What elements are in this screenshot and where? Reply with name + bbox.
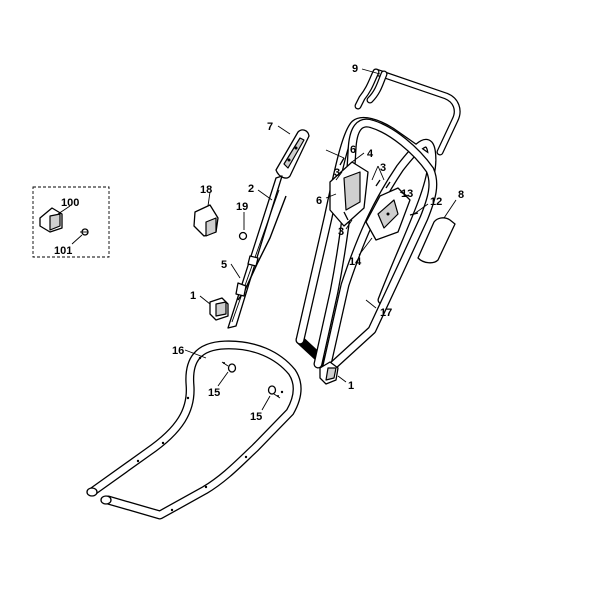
callout-12: 12 bbox=[430, 196, 442, 208]
callout-15-upper: 15 bbox=[208, 387, 220, 399]
callout-19: 19 bbox=[236, 201, 248, 213]
cover-part-7[interactable] bbox=[275, 129, 310, 179]
callout-3-right: 3 bbox=[380, 162, 386, 174]
callout-labels: 9 7 6 4 3 3 13 6 3 12 8 14 18 2 19 100 1… bbox=[54, 63, 464, 423]
callout-6-lower: 6 bbox=[316, 195, 322, 207]
callout-1-left: 1 bbox=[190, 290, 196, 302]
bolt-part-3-set bbox=[339, 157, 419, 221]
callout-17: 17 bbox=[380, 307, 392, 319]
callout-5: 5 bbox=[221, 259, 227, 271]
callout-8: 8 bbox=[458, 189, 464, 201]
callout-2: 2 bbox=[248, 183, 254, 195]
cable-part-5[interactable] bbox=[235, 195, 287, 301]
callout-4: 4 bbox=[367, 148, 374, 160]
leader-lines bbox=[57, 68, 457, 411]
housing-part-4[interactable] bbox=[329, 161, 369, 227]
lower-handle-part-16[interactable] bbox=[87, 340, 302, 520]
detail-box bbox=[32, 186, 110, 258]
lower-handle-holes bbox=[136, 356, 284, 512]
callout-9: 9 bbox=[352, 63, 358, 75]
lower-handle-end-left bbox=[86, 487, 98, 497]
callout-13: 13 bbox=[401, 188, 413, 200]
grip-part-8[interactable] bbox=[417, 217, 456, 264]
callout-15-lower: 15 bbox=[250, 411, 262, 423]
callout-3-upper: 3 bbox=[334, 167, 340, 179]
housing-part-14[interactable] bbox=[365, 187, 411, 241]
callout-100: 100 bbox=[61, 197, 79, 209]
callout-3-lower: 3 bbox=[338, 226, 344, 238]
cable-part-2[interactable] bbox=[227, 175, 283, 329]
callout-1-right: 1 bbox=[348, 380, 354, 392]
callout-7: 7 bbox=[267, 121, 273, 133]
fastener-part-15-lower[interactable] bbox=[267, 385, 281, 399]
detail-part-101[interactable] bbox=[80, 228, 89, 236]
fastener-part-15-upper[interactable] bbox=[221, 361, 237, 373]
operator-bar-part-9[interactable] bbox=[354, 68, 461, 156]
callout-101: 101 bbox=[54, 245, 72, 257]
clamp-part-1-left[interactable] bbox=[209, 297, 229, 321]
callout-16: 16 bbox=[172, 345, 184, 357]
callout-18: 18 bbox=[200, 184, 212, 196]
detail-part-100[interactable] bbox=[39, 207, 63, 233]
latch-part-18[interactable] bbox=[193, 204, 219, 237]
callout-6-upper: 6 bbox=[350, 144, 356, 156]
clamp-part-1-right[interactable] bbox=[319, 361, 339, 385]
screw-part-19[interactable] bbox=[238, 231, 248, 241]
lower-handle-end-right bbox=[100, 495, 112, 505]
callout-14: 14 bbox=[349, 256, 362, 268]
